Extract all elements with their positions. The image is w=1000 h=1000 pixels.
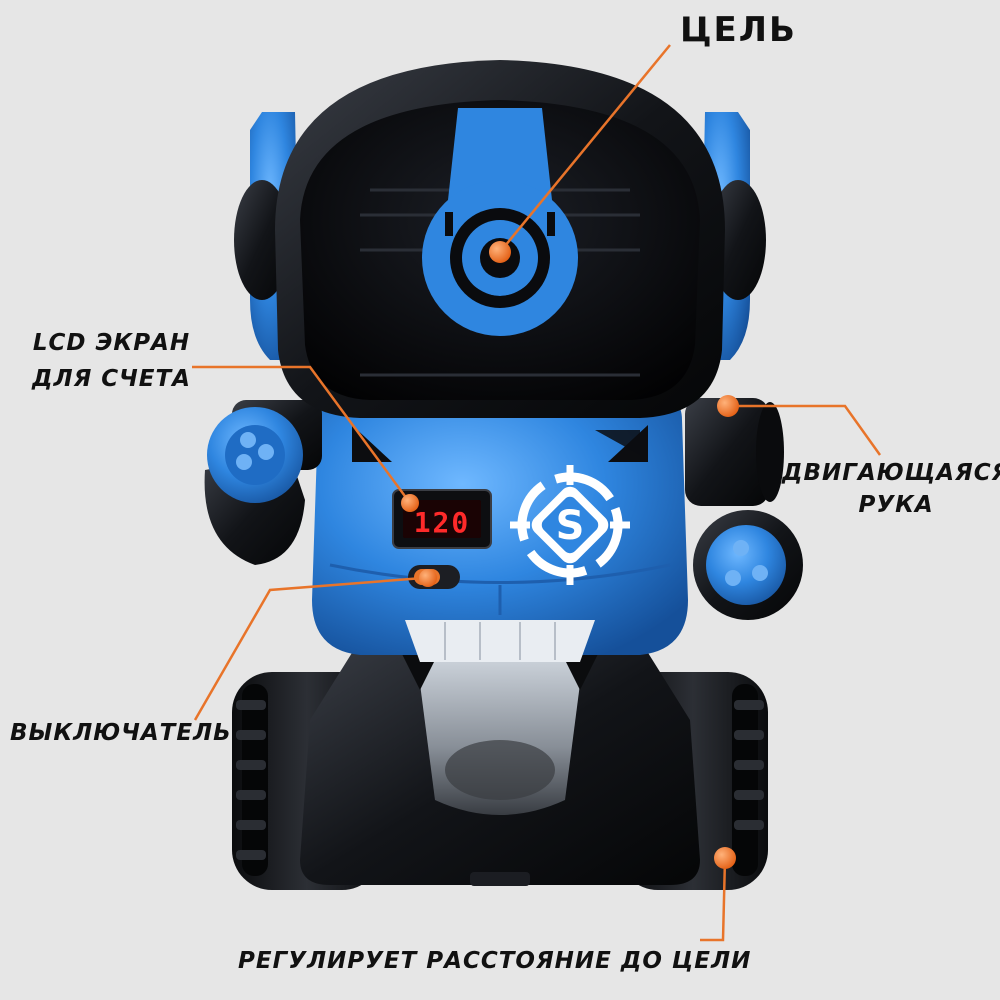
label-arm-line2: РУКА <box>858 492 934 518</box>
label-arm-line1: ДВИГАЮЩАЯСЯ <box>782 460 1000 486</box>
lcd-score: 120 <box>414 506 471 539</box>
callout-lines <box>192 44 882 942</box>
label-switch: ВЫКЛЮЧАТЕЛЬ <box>10 720 232 746</box>
callout-line-lcd <box>192 365 412 504</box>
robot-base <box>232 640 768 890</box>
label-moving-arm: ДВИГАЮЩАЯСЯ РУКА <box>782 457 1000 521</box>
callout-dot-switch <box>419 569 437 587</box>
label-distance: РЕГУЛИРУЕТ РАССТОЯНИЕ ДО ЦЕЛИ <box>238 948 752 974</box>
label-target: ЦЕЛЬ <box>680 10 797 50</box>
callout-dot-distance <box>714 847 736 869</box>
label-lcd-line2: ДЛЯ СЧЕТА <box>32 366 191 392</box>
label-lcd-line1: LCD ЭКРАН <box>32 330 191 356</box>
right-arm[interactable] <box>685 398 803 620</box>
label-lcd-screen: LCD ЭКРАН ДЛЯ СЧЕТА <box>32 325 191 397</box>
callout-dots <box>401 241 739 869</box>
callout-line-distance <box>700 857 727 942</box>
callout-line-arm <box>728 404 882 456</box>
callout-line-target <box>499 44 671 253</box>
callout-dot-target <box>489 241 511 263</box>
callout-line-switch <box>193 576 424 721</box>
callout-dot-lcd <box>401 494 419 512</box>
robot-torso <box>312 392 688 662</box>
badge-letter: S <box>556 503 585 549</box>
callout-dot-arm <box>717 395 739 417</box>
left-arm <box>204 400 322 565</box>
